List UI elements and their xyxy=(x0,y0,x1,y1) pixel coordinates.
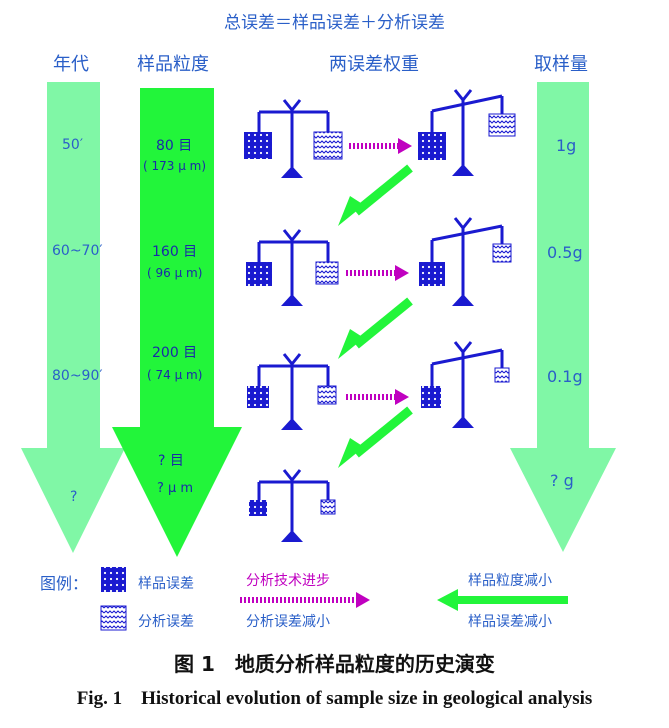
era-label: 80~90′ xyxy=(52,368,103,384)
transition-arrow-3 xyxy=(338,406,413,468)
sample-amount-arrow xyxy=(510,82,616,552)
balance-tilted-1 xyxy=(418,89,516,176)
balance-level-1 xyxy=(244,99,343,178)
mesh-label: 80 目 xyxy=(156,138,193,154)
diagram-title: 总误差＝样品误差＋分析误差 xyxy=(224,13,445,33)
legend-analysis-reduce: 分析误差减小 xyxy=(246,614,330,630)
particle-size-arrow xyxy=(112,88,242,557)
amount-label: 1g xyxy=(556,136,577,155)
tech-progress-arrow-2 xyxy=(346,265,409,281)
mesh-label: 160 目 xyxy=(152,244,198,260)
micron-label: ( 96 μ m) xyxy=(147,266,203,280)
legend-title: 图例： xyxy=(40,574,89,593)
caption-english: Fig. 1 Historical evolution of sample si… xyxy=(76,688,593,709)
amount-label: 0.1g xyxy=(547,367,583,386)
header-particle-size: 样品粒度 xyxy=(137,54,209,75)
transition-arrow-2 xyxy=(338,297,413,359)
micron-label: ( 173 μ m) xyxy=(143,159,207,173)
balance-tilted-3 xyxy=(421,341,510,428)
era-label: 60~70′ xyxy=(52,243,103,259)
caption-chinese: 图 1 地质分析样品粒度的历史演变 xyxy=(174,652,495,676)
legend-green-arrow xyxy=(437,589,568,611)
legend-analysis-error-swatch xyxy=(100,605,127,631)
micron-label: ? μ m xyxy=(157,481,194,496)
era-arrow xyxy=(21,82,125,553)
header-era: 年代 xyxy=(53,54,89,75)
mesh-label: 200 目 xyxy=(152,345,198,361)
legend-sample-reduce: 样品误差减小 xyxy=(468,614,552,630)
transition-arrow-1 xyxy=(338,164,413,226)
legend-sample-error-swatch xyxy=(101,567,126,592)
legend-tech-progress: 分析技术进步 xyxy=(246,573,330,589)
tech-progress-arrow-3 xyxy=(346,389,409,405)
balance-level-2 xyxy=(246,229,339,306)
amount-label: ? g xyxy=(550,471,574,490)
balance-level-3 xyxy=(247,353,337,430)
mesh-label: ? 目 xyxy=(158,453,184,469)
balance-level-4 xyxy=(249,469,336,542)
tech-progress-arrow-1 xyxy=(349,138,412,154)
amount-label: 0.5g xyxy=(547,243,583,262)
legend-size-reduce: 样品粒度减小 xyxy=(468,573,552,589)
era-label: ? xyxy=(70,489,78,505)
balance-tilted-2 xyxy=(419,217,512,306)
micron-label: ( 74 μ m) xyxy=(147,368,203,382)
legend-sample-error: 样品误差 xyxy=(138,576,194,592)
legend-analysis-error: 分析误差 xyxy=(138,614,194,630)
header-sample-amount: 取样量 xyxy=(534,54,588,75)
header-weight: 两误差权重 xyxy=(329,54,419,75)
legend-magenta-arrow xyxy=(240,592,370,608)
era-label: 50′ xyxy=(62,137,83,153)
